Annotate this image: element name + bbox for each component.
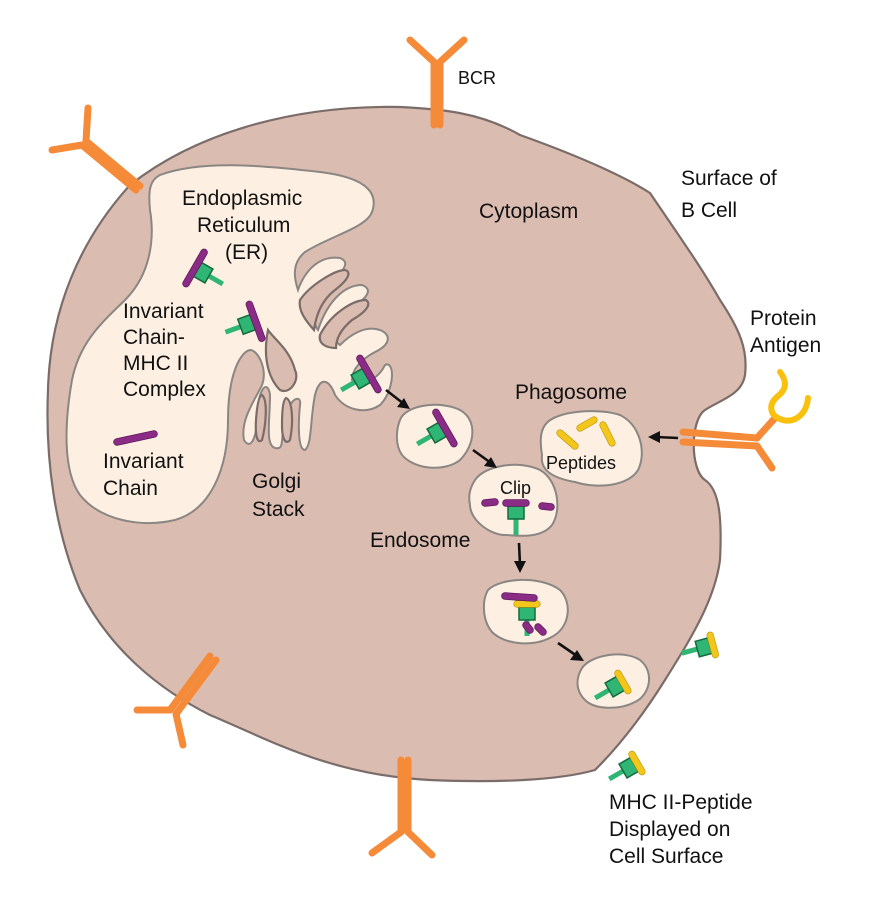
invariant-chain-fragment xyxy=(535,624,546,635)
label-protein-2: Antigen xyxy=(750,334,821,357)
label-bcr: BCR xyxy=(458,68,496,88)
mhc-peptide-loading xyxy=(513,600,541,636)
ii-mhc-complex-vesicle xyxy=(415,408,458,448)
mhc-peptide-vesicle xyxy=(593,669,632,701)
label-surface-2: B Cell xyxy=(681,199,737,222)
mhc-ii-stem xyxy=(415,433,433,447)
mhc-peptide-surface-1 xyxy=(681,631,719,659)
mhc-ii-stem xyxy=(339,379,357,393)
label-er-3: (ER) xyxy=(225,241,268,264)
invariant-chain xyxy=(356,355,381,393)
mhc-ii-stem xyxy=(607,768,625,782)
label-complex-3: MHC II xyxy=(123,352,188,375)
ii-mhc-complex-golgi xyxy=(339,354,382,394)
protein-antigen xyxy=(768,369,811,424)
mhc-clip-complex xyxy=(502,499,530,535)
ii-mhc-complex-er-1 xyxy=(182,248,225,288)
bound-peptide xyxy=(707,632,719,658)
label-invariant-chain-2: Chain xyxy=(103,477,158,500)
label-surface-1: Surface of xyxy=(681,167,777,190)
label-er-1: Endoplasmic xyxy=(182,187,302,210)
peptides xyxy=(556,416,616,450)
mhc-ii-stem xyxy=(207,273,225,287)
label-golgi-2: Stack xyxy=(252,498,305,521)
phagosome xyxy=(539,410,643,487)
invariant-chain xyxy=(432,409,457,447)
bcr-receptor-bottom xyxy=(368,756,436,859)
mhc-ii-stem xyxy=(681,646,698,656)
mhc-ii-stem xyxy=(593,687,611,701)
invariant-chain-fragment xyxy=(502,593,537,601)
pathway-arrows xyxy=(385,388,679,661)
label-er-2: Reticulum xyxy=(197,214,290,237)
bound-peptide xyxy=(614,670,631,694)
golgi-stack xyxy=(254,268,370,443)
mhc-ii-body xyxy=(518,606,536,621)
bcr-receptor-antigen-bound xyxy=(679,414,779,472)
label-display-3: Cell Surface xyxy=(609,845,723,868)
label-complex-2: Chain- xyxy=(123,326,185,349)
mhc-peptide-surface-2 xyxy=(607,750,646,782)
label-cytoplasm: Cytoplasm xyxy=(479,200,578,223)
invariant-chain-free xyxy=(113,430,158,446)
label-phagosome: Phagosome xyxy=(515,381,627,404)
bcr-receptor-bottom-left xyxy=(133,652,220,749)
mhc-ii-body xyxy=(507,505,525,520)
label-complex-4: Complex xyxy=(123,378,206,401)
label-display-1: MHC II-Peptide xyxy=(609,791,753,814)
invariant-chain-fragment xyxy=(482,499,498,506)
ii-mhc-complex-er-2 xyxy=(224,300,266,342)
label-endosome: Endosome xyxy=(370,529,470,552)
bound-peptide xyxy=(628,751,645,775)
bcr-receptor-top xyxy=(406,36,468,129)
label-invariant-chain-1: Invariant xyxy=(103,450,184,473)
invariant-chain-fragment xyxy=(539,503,554,510)
label-golgi-1: Golgi xyxy=(252,470,301,493)
bcr-receptor-top-left xyxy=(48,104,144,194)
label-protein-1: Protein xyxy=(750,307,817,330)
invariant-chain xyxy=(246,301,265,342)
label-peptides: Peptides xyxy=(546,453,616,473)
invariant-chain-fragment xyxy=(523,622,533,633)
mhc-ii-stem xyxy=(224,324,242,335)
label-display-2: Displayed on xyxy=(609,818,730,841)
label-complex-1: Invariant xyxy=(123,300,204,323)
invariant-chain xyxy=(183,249,208,287)
label-clip: Clip xyxy=(500,478,531,498)
